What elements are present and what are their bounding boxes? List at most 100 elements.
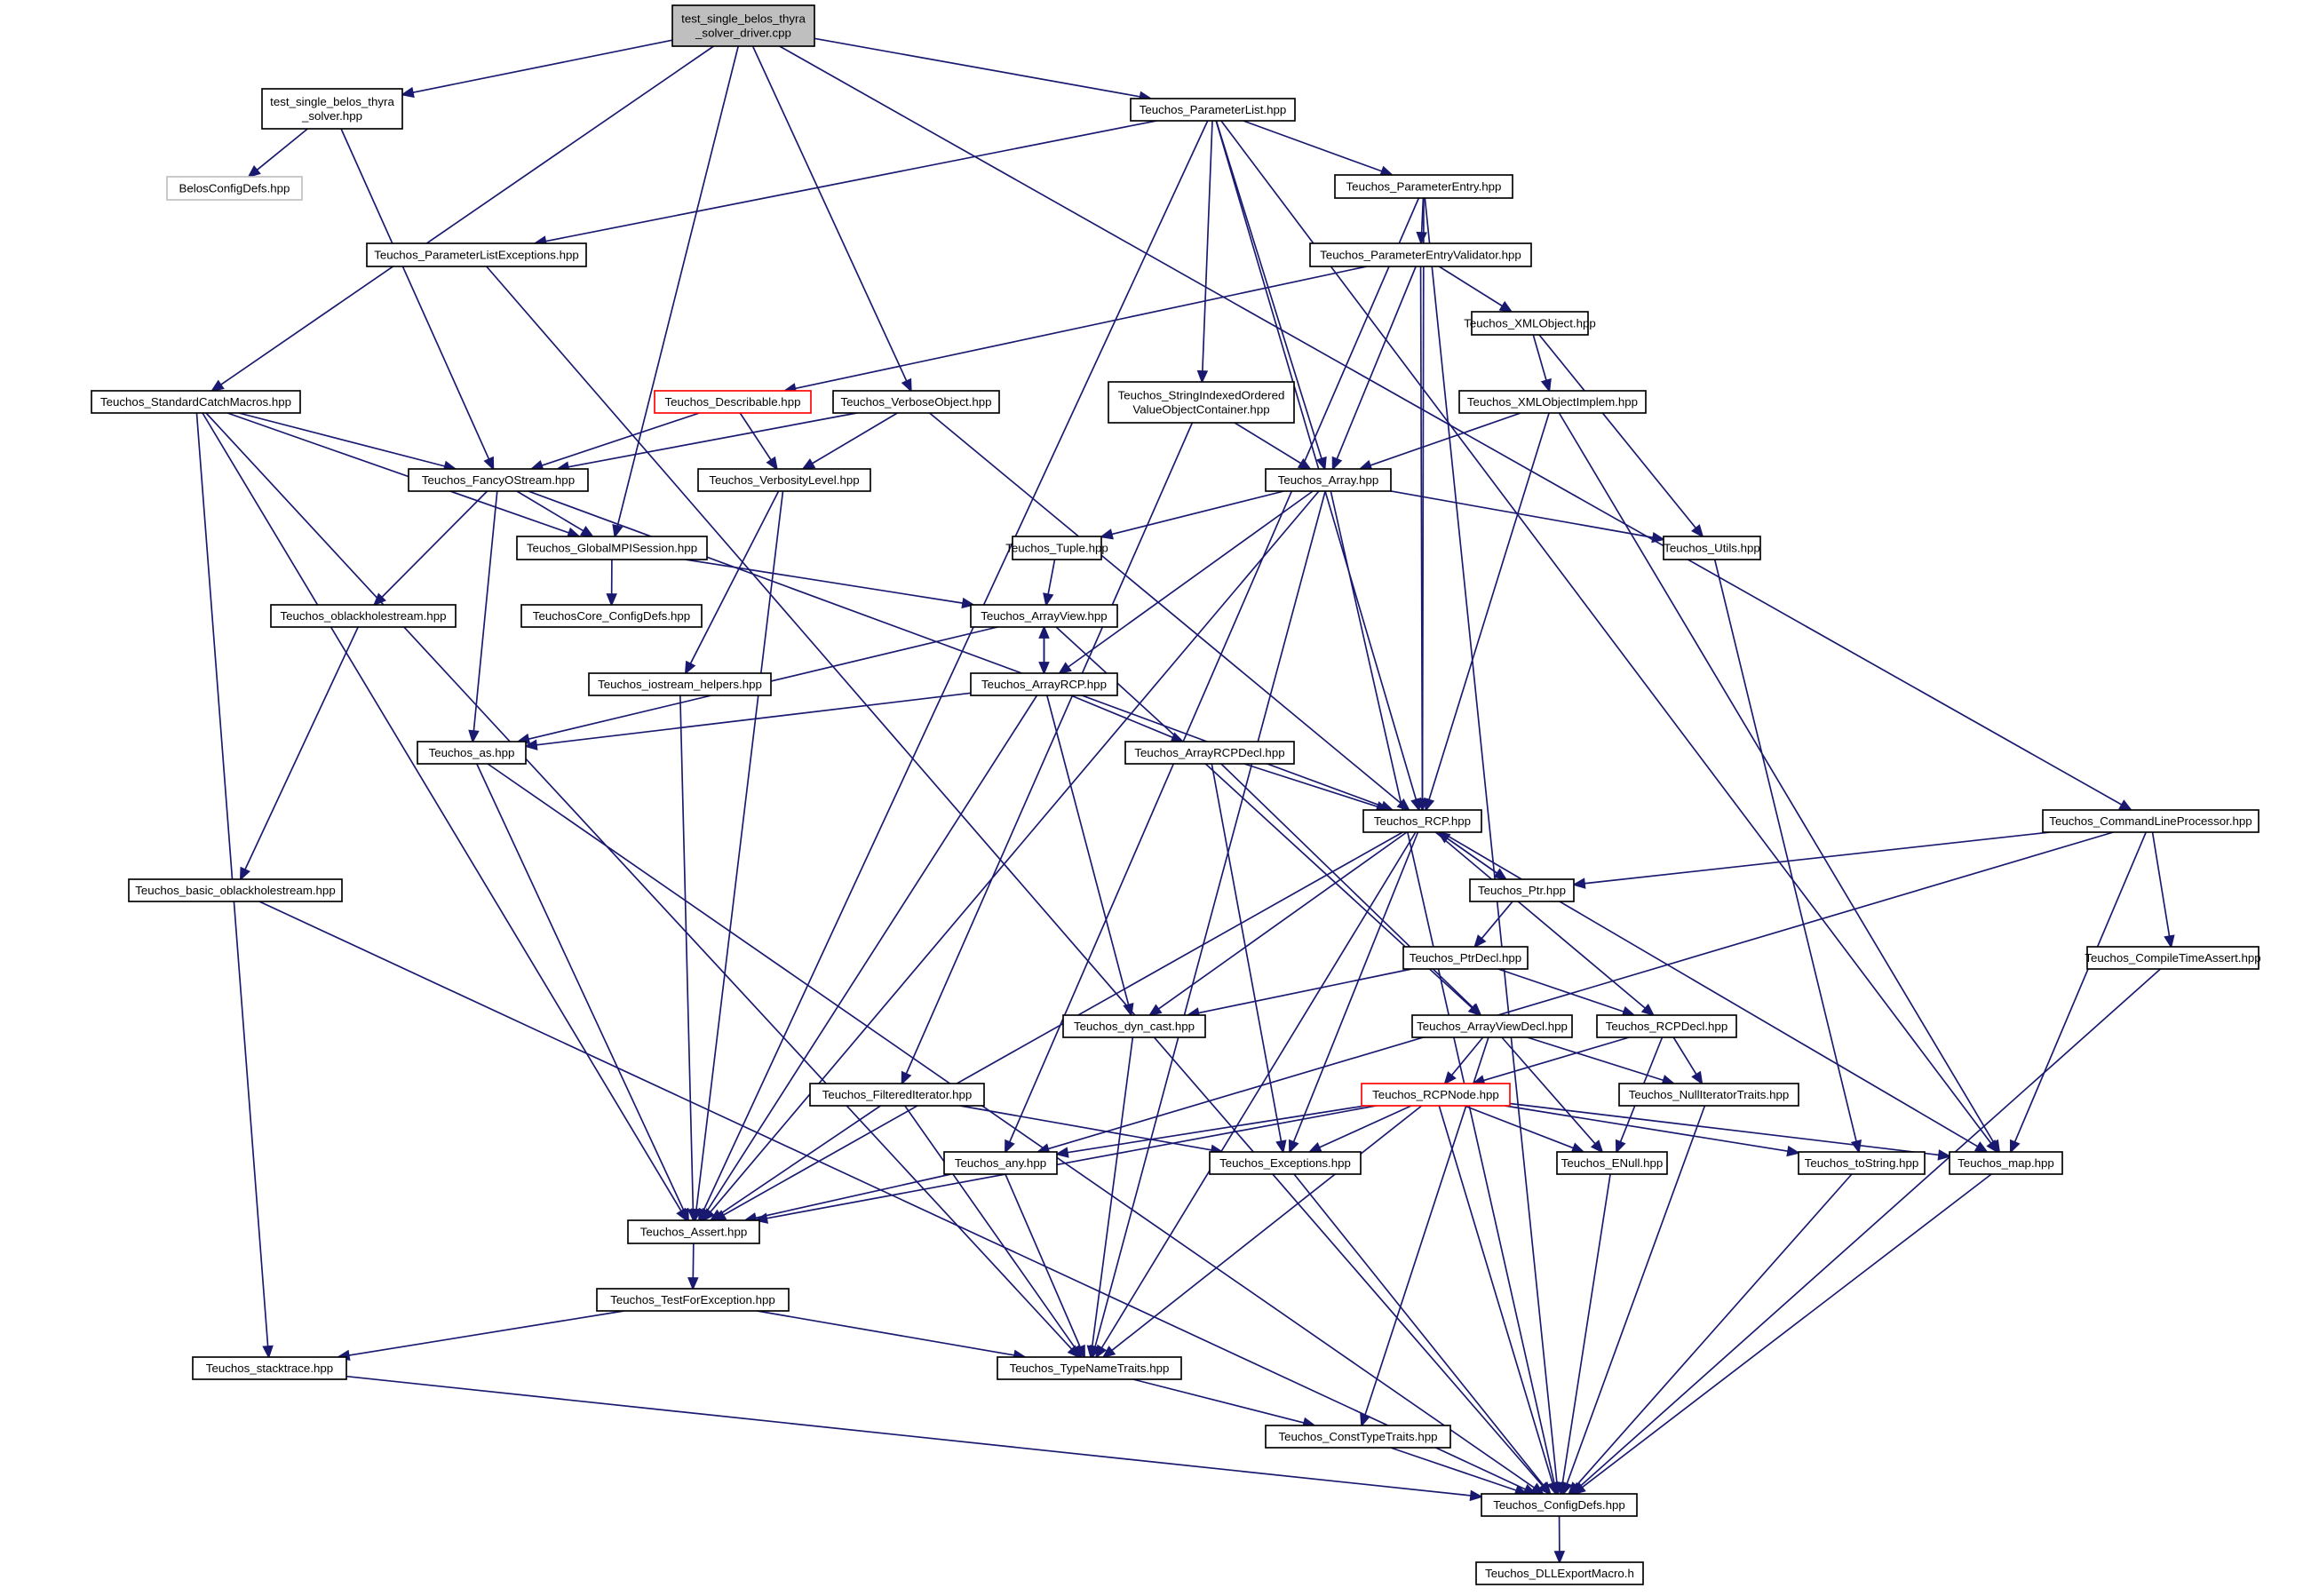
file-node-ptr[interactable]: Teuchos_Ptr.hpp — [1469, 878, 1575, 902]
dependency-edge — [1558, 412, 2001, 1154]
file-node-configdefs[interactable]: Teuchos_ConfigDefs.hpp — [1481, 1493, 1638, 1517]
file-node-stdcatch[interactable]: Teuchos_StandardCatchMacros.hpp — [91, 390, 301, 414]
node-label: Teuchos_TypeNameTraits.hpp — [1010, 1362, 1170, 1375]
file-node-plexceptions[interactable]: Teuchos_ParameterListExceptions.hpp — [366, 242, 587, 267]
edge-arrowhead — [1360, 1412, 1371, 1428]
file-node-fancy[interactable]: Teuchos_FancyOStream.hpp — [408, 468, 589, 492]
node-label: Teuchos_iostream_helpers.hpp — [598, 678, 762, 691]
edge-arrowhead — [1297, 457, 1312, 471]
file-node-iostream[interactable]: Teuchos_iostream_helpers.hpp — [588, 672, 772, 696]
file-node-rcpnode[interactable]: Teuchos_RCPNode.hpp — [1361, 1083, 1511, 1107]
edge-arrowhead — [700, 1207, 712, 1222]
file-node-driver[interactable]: test_single_belos_thyra_solver_driver.cp… — [671, 4, 815, 47]
file-node-enull[interactable]: Teuchos_ENull.hpp — [1556, 1151, 1668, 1175]
dependency-edge — [1196, 120, 1213, 385]
file-node-solver[interactable]: test_single_belos_thyra_solver.hpp — [261, 88, 403, 130]
edge-line — [1464, 1105, 1574, 1149]
node-box — [1798, 1151, 1926, 1175]
file-node-stacktrace[interactable]: Teuchos_stacktrace.hpp — [192, 1356, 347, 1380]
file-node-xmlobject[interactable]: Teuchos_XMLObject.hpp — [1464, 311, 1596, 336]
file-node-paramentry[interactable]: Teuchos_ParameterEntry.hpp — [1334, 174, 1513, 199]
edge-arrowhead — [1054, 1147, 1069, 1158]
file-node-exceptions[interactable]: Teuchos_Exceptions.hpp — [1209, 1151, 1362, 1175]
edge-arrowhead — [1275, 1139, 1287, 1155]
file-node-xmlimpl[interactable]: Teuchos_XMLObjectImplem.hpp — [1458, 390, 1647, 414]
file-node-nulliter[interactable]: Teuchos_NullIteratorTraits.hpp — [1618, 1083, 1799, 1107]
file-node-mpisession[interactable]: Teuchos_GlobalMPISession.hpp — [516, 536, 708, 560]
node-label: Teuchos_ConstTypeTraits.hpp — [1278, 1430, 1437, 1443]
edge-line — [1211, 763, 1283, 1142]
file-node-array[interactable]: Teuchos_Array.hpp — [1265, 468, 1392, 492]
file-node-paramlist[interactable]: Teuchos_ParameterList.hpp — [1130, 98, 1296, 122]
file-node-rcpdecl[interactable]: Teuchos_RCPDecl.hpp — [1596, 1014, 1737, 1038]
file-node-compiletime[interactable]: Teuchos_CompileTimeAssert.hpp — [2085, 946, 2261, 970]
file-node-clp[interactable]: Teuchos_CommandLineProcessor.hpp — [2042, 809, 2259, 833]
node-label: Teuchos_XMLObjectImplem.hpp — [1467, 395, 1638, 409]
file-node-any[interactable]: Teuchos_any.hpp — [943, 1151, 1058, 1175]
dependency-edge — [1101, 1105, 1423, 1359]
file-node-rcp[interactable]: Teuchos_RCP.hpp — [1362, 809, 1482, 833]
node-box — [970, 672, 1118, 696]
edge-arrowhead — [2118, 799, 2133, 812]
file-node-coreconfig[interactable]: TeuchosCore_ConfigDefs.hpp — [520, 604, 703, 628]
edge-line — [1336, 266, 1417, 460]
file-node-basicoblack[interactable]: Teuchos_basic_oblackholestream.hpp — [128, 878, 343, 902]
edge-line — [1434, 831, 1646, 1009]
dependency-edge — [757, 1310, 1028, 1361]
edge-arrowhead — [247, 165, 261, 179]
dependency-edge — [1330, 490, 1560, 1497]
edge-arrowhead — [1786, 1145, 1801, 1157]
file-node-consttype[interactable]: Teuchos_ConstTypeTraits.hpp — [1265, 1425, 1451, 1449]
file-node-verbosity[interactable]: Teuchos_VerbosityLevel.hpp — [697, 468, 871, 492]
dependency-edge — [1358, 412, 1521, 471]
edge-line — [1055, 626, 1473, 1009]
edge-line — [1008, 197, 1420, 1143]
node-box — [1362, 809, 1482, 833]
file-node-ptrdecl[interactable]: Teuchos_PtrDecl.hpp — [1402, 946, 1529, 970]
node-label: Teuchos_ArrayRCP.hpp — [981, 678, 1107, 691]
node-label: Teuchos_GlobalMPISession.hpp — [527, 542, 697, 555]
node-label: Teuchos_ArrayViewDecl.hpp — [1417, 1020, 1568, 1033]
edge-line — [1067, 1105, 1366, 1154]
node-box — [1411, 1014, 1573, 1038]
edge-line — [1450, 1036, 1484, 1076]
file-node-arrayrcpdecl[interactable]: Teuchos_ArrayRCPDecl.hpp — [1124, 741, 1295, 765]
file-node-oblack[interactable]: Teuchos_oblackholestream.hpp — [270, 604, 457, 628]
edge-line — [795, 266, 1367, 390]
node-label: Teuchos_Ptr.hpp — [1478, 884, 1566, 897]
edge-arrowhead — [1315, 456, 1327, 472]
file-node-filtered[interactable]: Teuchos_FilteredIterator.hpp — [809, 1083, 985, 1107]
file-node-map[interactable]: Teuchos_map.hpp — [1949, 1151, 2063, 1175]
node-label: Teuchos_ArrayView.hpp — [981, 609, 1107, 623]
file-node-as[interactable]: Teuchos_as.hpp — [417, 741, 527, 765]
file-node-tuple[interactable]: Teuchos_Tuple.hpp — [1005, 536, 1108, 560]
edge-line — [568, 412, 857, 468]
node-box — [943, 1151, 1058, 1175]
node-box — [832, 390, 1000, 414]
file-node-sio[interactable]: Teuchos_StringIndexedOrderedValueObjectC… — [1108, 381, 1295, 424]
file-node-verboseobj[interactable]: Teuchos_VerboseObject.hpp — [832, 390, 1000, 414]
file-node-pev[interactable]: Teuchos_ParameterEntryValidator.hpp — [1309, 242, 1532, 267]
edge-line — [692, 1243, 695, 1279]
file-node-belosconfig[interactable]: BelosConfigDefs.hpp — [166, 176, 303, 201]
file-node-dllexport[interactable]: Teuchos_DLLExportMacro.h — [1475, 1561, 1644, 1585]
edge-arrowhead — [1416, 231, 1427, 246]
file-node-utils[interactable]: Teuchos_Utils.hpp — [1663, 536, 1761, 560]
edge-arrowhead — [801, 458, 816, 471]
node-box — [1475, 1561, 1644, 1585]
dependency-edge — [1288, 831, 1419, 1155]
file-node-testforexc[interactable]: Teuchos_TestForException.hpp — [596, 1288, 790, 1312]
dependency-edge — [1527, 1036, 1676, 1086]
file-node-arrayrcp[interactable]: Teuchos_ArrayRCP.hpp — [970, 672, 1118, 696]
dependency-edge — [606, 559, 617, 607]
file-node-dyncast[interactable]: Teuchos_dyn_cast.hpp — [1062, 1014, 1206, 1038]
file-node-typename[interactable]: Teuchos_TypeNameTraits.hpp — [997, 1356, 1182, 1380]
file-node-describable[interactable]: Teuchos_Describable.hpp — [654, 390, 812, 414]
file-node-arrayview[interactable]: Teuchos_ArrayView.hpp — [970, 604, 1118, 628]
file-node-arrayviewdecl[interactable]: Teuchos_ArrayViewDecl.hpp — [1411, 1014, 1573, 1038]
edge-line — [904, 1105, 1076, 1349]
file-node-assert[interactable]: Teuchos_Assert.hpp — [627, 1219, 760, 1244]
edge-line — [1390, 490, 1654, 539]
edge-arrowhead — [687, 1209, 699, 1223]
file-node-tostring[interactable]: Teuchos_toString.hpp — [1798, 1151, 1926, 1175]
